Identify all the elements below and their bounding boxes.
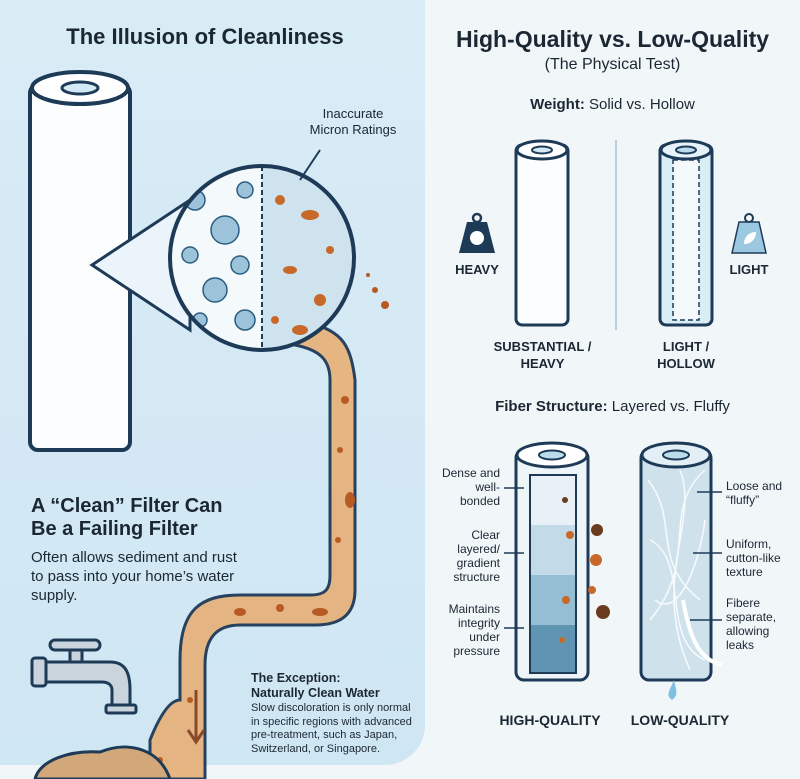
high-quality-caption: HIGH-QUALITY [499, 712, 601, 728]
solid-caption: SUBSTANTIAL / HEAVY [493, 339, 592, 371]
right-subtitle: (The Physical Test) [544, 56, 681, 73]
fiber-heading: Fiber Structure: Layered vs. Fluffy [425, 398, 800, 415]
high-quality-filter [514, 441, 610, 682]
callout-line [299, 149, 321, 181]
low-quality-caption: LOW-QUALITY [630, 712, 730, 728]
fiber-heading-rest: Layered vs. Fluffy [611, 398, 730, 415]
weight-heading-bold: Weight: [530, 96, 585, 113]
exception-title: The Exception: Naturally Clean Water [251, 671, 380, 701]
right-title: High-Quality vs. Low-Quality [455, 26, 770, 52]
headline-body: Often allows sediment and rust to pass i… [31, 549, 237, 604]
left-title: The Illusion of Cleanliness [66, 24, 344, 49]
high-note-layered: Clear layered/ gradient structure [453, 528, 500, 584]
low-quality-filter [639, 441, 723, 700]
solid-filter [514, 139, 570, 327]
light-weight-leaf-icon [731, 213, 767, 254]
high-note-integrity: Maintains integrity under pressure [448, 602, 500, 658]
exception-body: Slow discoloration is only normal in spe… [251, 702, 412, 755]
light-label: LIGHT [729, 262, 769, 277]
micron-callout: Inaccurate Micron Ratings [309, 106, 397, 137]
dirty-water-pipe [148, 318, 357, 779]
hollow-caption: LIGHT / HOLLOW [657, 339, 715, 371]
low-note-uniform: Uniform, cutton-like texture [726, 537, 781, 579]
flow-arrow [186, 690, 206, 745]
low-note-separate: Fibere separate, allowing leaks [726, 596, 777, 652]
high-note-dense: Dense and well-bonded [441, 466, 500, 508]
fiber-heading-bold: Fiber Structure: [495, 398, 608, 415]
headline-line-1: A “Clean” Filter Can [31, 495, 223, 517]
headline: A “Clean” Filter Can Be a Failing Filter [31, 495, 223, 541]
heavy-weight-icon [459, 212, 495, 253]
headline-line-2: Be a Failing Filter [31, 518, 198, 540]
weight-heading: Weight: Solid vs. Hollow [425, 96, 800, 113]
low-note-loose: Loose and “fluffy” [726, 479, 783, 507]
weight-heading-rest: Solid vs. Hollow [589, 96, 695, 113]
heavy-label: HEAVY [455, 262, 499, 277]
faucet-icon [30, 638, 138, 715]
hollow-filter [658, 139, 714, 327]
rust-particles [112, 273, 389, 768]
filter-cartridge-left [28, 70, 132, 452]
exception-title-line-2: Naturally Clean Water [251, 686, 380, 700]
annotation-leaders [504, 487, 722, 629]
sediment-pool [33, 745, 172, 779]
exception-title-line-1: The Exception: [251, 671, 341, 685]
